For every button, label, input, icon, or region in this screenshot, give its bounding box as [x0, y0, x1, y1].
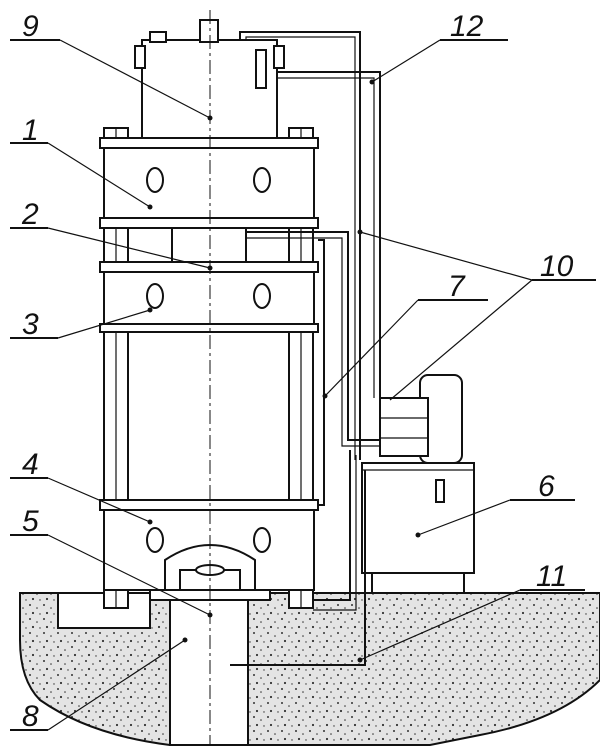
callout-7: 7: [448, 270, 466, 303]
callout-11: 11: [536, 560, 567, 593]
callout-8: 8: [22, 700, 39, 733]
callout-labels: 9 1 2 3 4 5 8 12 7 10 6 11: [21, 10, 574, 733]
moving-platen: [99, 261, 319, 333]
leader-lines: [10, 39, 596, 731]
top-crosshead: [99, 137, 319, 229]
callout-3: 3: [22, 308, 39, 341]
callout-9: 9: [22, 10, 39, 43]
callout-2: 2: [21, 198, 39, 231]
callout-12: 12: [450, 10, 484, 43]
callout-10: 10: [540, 250, 574, 283]
oil-tank: [361, 462, 475, 593]
cylinder-pit: [169, 599, 249, 746]
callout-6: 6: [538, 470, 555, 503]
hydraulic-pipes: [230, 31, 381, 666]
concrete-foundation: [19, 592, 600, 746]
callout-1: 1: [22, 114, 39, 147]
callout-4: 4: [22, 448, 39, 481]
callout-5: 5: [22, 505, 39, 538]
pump-motor: [379, 374, 463, 464]
